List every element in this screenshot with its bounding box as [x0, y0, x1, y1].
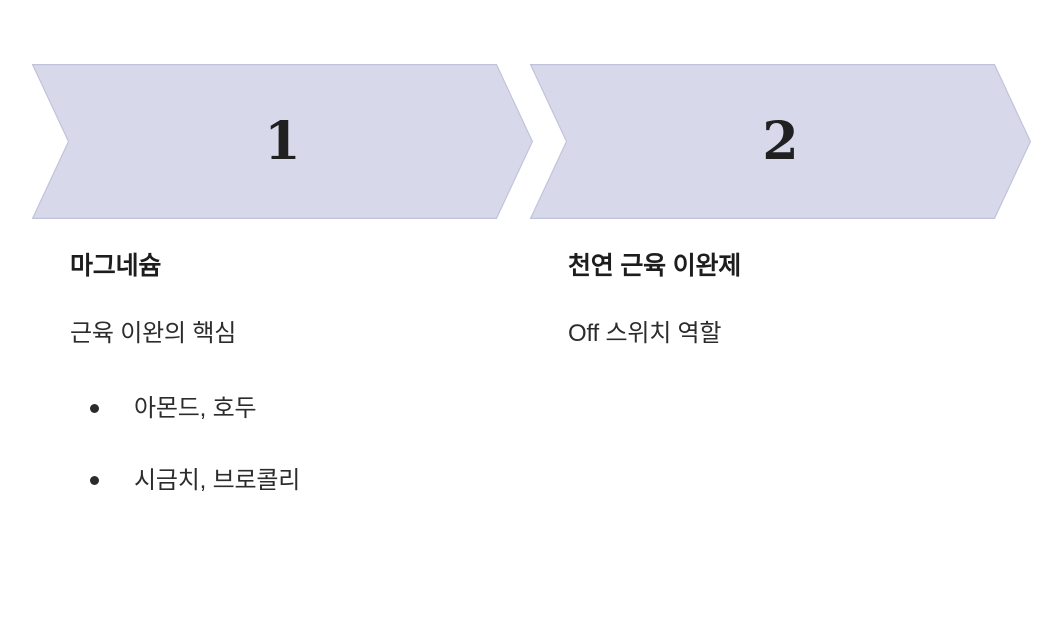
- step-2-heading: 천연 근육 이완제: [568, 252, 742, 280]
- content-columns: 마그네슘 근육 이완의 핵심 아몬드, 호두 시금치, 브로콜리 천연 근육 이…: [0, 251, 1046, 620]
- step-2-subtitle: Off 스위치 역할: [568, 320, 722, 348]
- chevron-shape-2-icon: [529, 64, 1032, 219]
- step-1-bullet-list: 아몬드, 호두 시금치, 브로콜리: [70, 349, 540, 495]
- bullet-dot-icon: [90, 475, 99, 485]
- step-column-2: 천연 근육 이완제 Off 스위치 역할: [568, 251, 1038, 349]
- chevron-step-1[interactable]: 1: [31, 64, 534, 219]
- list-item-label: 시금치, 브로콜리: [134, 466, 301, 494]
- list-item-label: 아몬드, 호두: [134, 395, 257, 423]
- list-item: 아몬드, 호두: [70, 393, 540, 424]
- step-1-heading: 마그네슘: [70, 252, 162, 280]
- chevron-band: 1 2: [0, 64, 1046, 219]
- list-item: 시금치, 브로콜리: [70, 465, 540, 496]
- chevron-number-1: 1: [264, 110, 301, 172]
- step-1-subtitle: 근육 이완의 핵심: [70, 320, 237, 348]
- chevron-step-2[interactable]: 2: [529, 64, 1032, 219]
- chevron-shape-1-icon: [31, 64, 534, 219]
- step-column-1: 마그네슘 근육 이완의 핵심 아몬드, 호두 시금치, 브로콜리: [70, 251, 540, 496]
- bullet-dot-icon: [90, 404, 99, 414]
- chevron-number-2: 2: [762, 110, 799, 172]
